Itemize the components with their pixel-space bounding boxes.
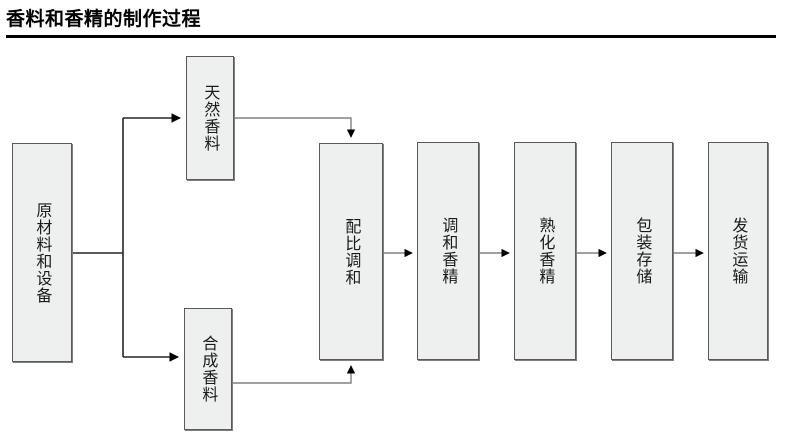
- node-packaging-storage[interactable]: 包装存储: [611, 142, 673, 360]
- edge-raw-to-branches: [72, 113, 181, 362]
- node-matured-essence[interactable]: 熟化香精: [514, 142, 576, 360]
- node-shipping-transport[interactable]: 发货运输: [708, 142, 768, 360]
- edge-natural-to-blend: [234, 117, 356, 138]
- node-packaging-storage-label: 包装存储: [633, 217, 653, 285]
- node-blended-essence[interactable]: 调和香精: [417, 142, 479, 360]
- node-synthetic-spice[interactable]: 合成香料: [184, 308, 232, 430]
- node-natural-spice-label: 天然香料: [201, 84, 221, 152]
- node-ratio-blending-label: 配比调和: [342, 217, 362, 286]
- node-matured-essence-label: 熟化香精: [536, 217, 556, 285]
- connector-layer: [72, 113, 704, 384]
- node-synthetic-spice-label: 合成香料: [199, 335, 219, 403]
- node-ratio-blending[interactable]: 配比调和: [319, 143, 383, 360]
- title-underline-rule: [6, 35, 776, 38]
- edge-synth-to-blend: [232, 365, 356, 384]
- node-shipping-transport-label: 发货运输: [729, 217, 749, 285]
- page-title: 香料和香精的制作过程: [6, 8, 202, 30]
- node-blended-essence-label: 调和香精: [439, 217, 459, 285]
- node-raw-materials-label: 原材料和设备: [33, 201, 53, 304]
- node-raw-materials[interactable]: 原材料和设备: [12, 143, 72, 362]
- node-natural-spice[interactable]: 天然香料: [186, 56, 234, 180]
- flowchart-diagram: 原材料和设备 天然香料 合成香料 配比调和 调和香精 熟化香精 包装存储 发货运…: [0, 40, 786, 439]
